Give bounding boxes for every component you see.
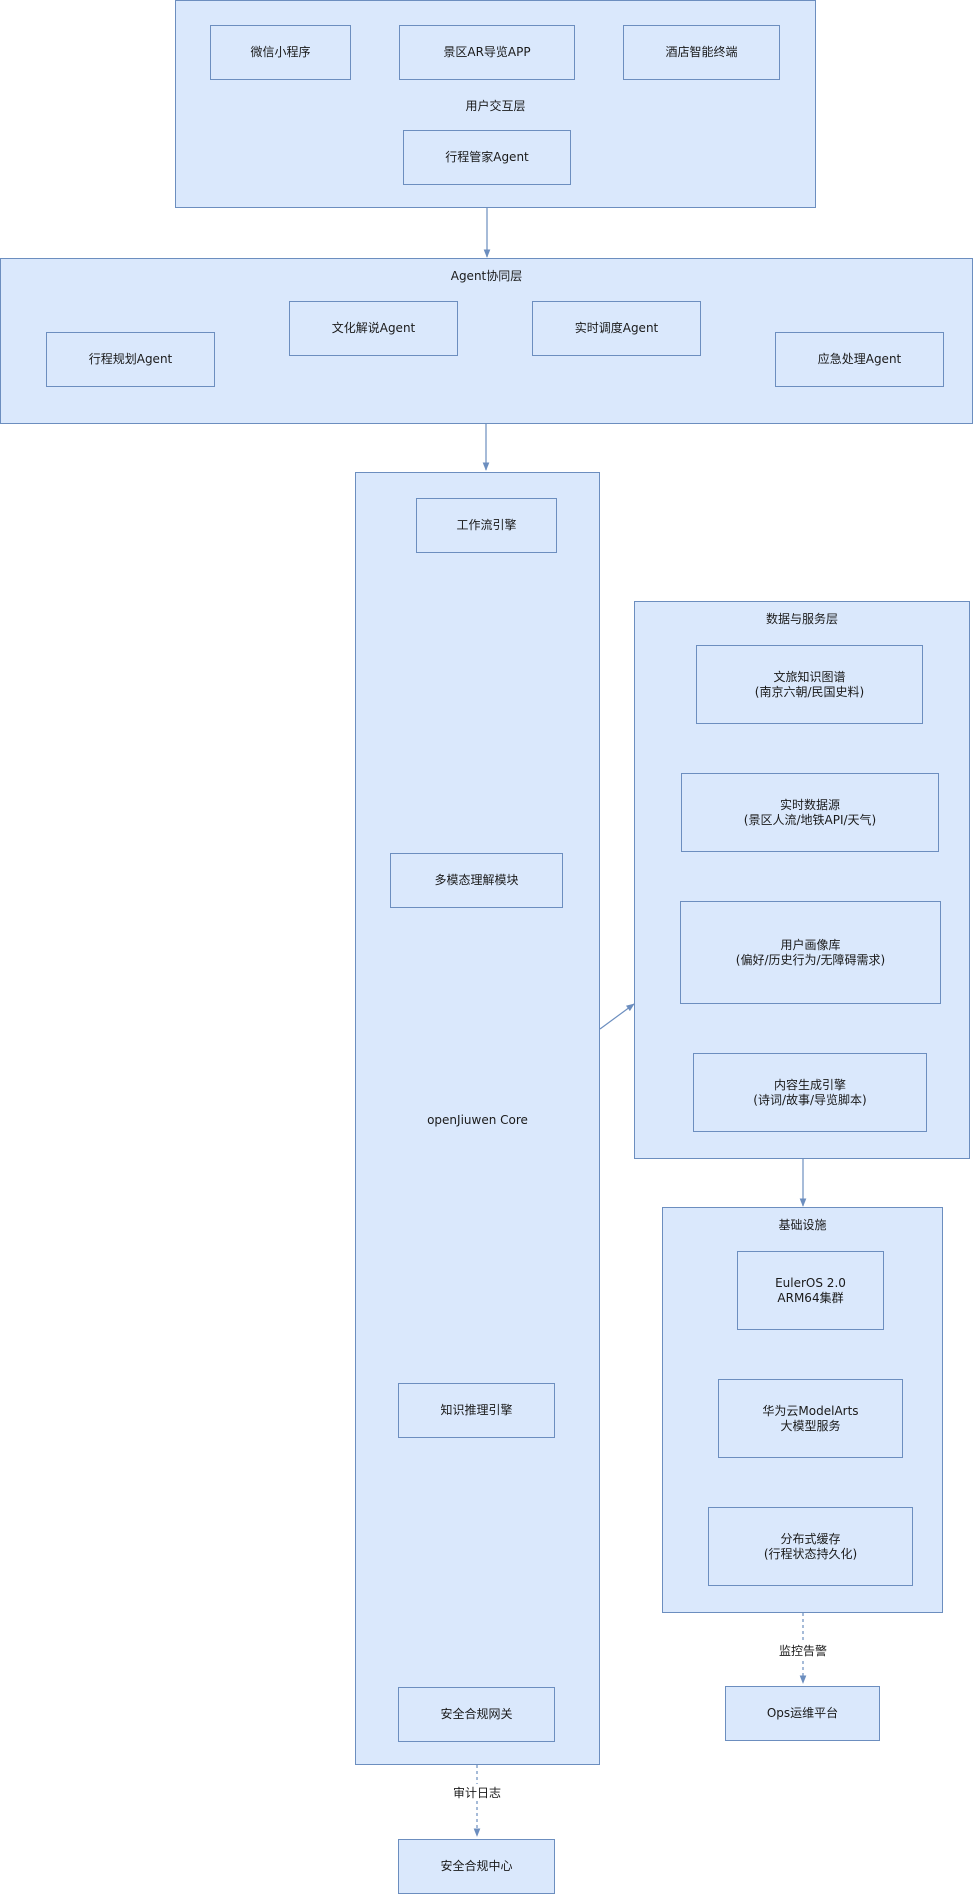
modelarts-line1: 华为云ModelArts [762,1403,859,1418]
cache-line1: 分布式缓存 [780,1531,841,1546]
node-user-profile[interactable]: 用户画像库 (偏好/历史行为/无障碍需求) [680,901,941,1004]
group-label-infra: 基础设施 [778,1218,827,1232]
group-label-user-layer: 用户交互层 [465,99,526,113]
node-euleros[interactable]: EulerOS 2.0 ARM64集群 [737,1251,884,1330]
node-distributed-cache[interactable]: 分布式缓存 (行程状态持久化) [708,1507,913,1586]
node-content-generation[interactable]: 内容生成引擎 (诗词/故事/导览脚本) [693,1053,927,1132]
euler-line1: EulerOS 2.0 [775,1275,846,1290]
openjiuwen-core: openJiuwen Core [355,472,600,1765]
node-reasoning-engine[interactable]: 知识推理引擎 [398,1383,555,1438]
kg-line2: (南京六朝/民国史料) [754,684,865,699]
kg-line1: 文旅知识图谱 [773,669,846,684]
realtime-line1: 实时数据源 [779,797,840,812]
node-hotel-terminal[interactable]: 酒店智能终端 [623,25,780,80]
group-label-agent-layer: Agent协同层 [450,269,523,283]
node-ops-platform[interactable]: Ops运维平台 [725,1686,880,1741]
euler-line2: ARM64集群 [777,1290,844,1305]
node-security-gateway[interactable]: 安全合规网关 [398,1687,555,1742]
profile-line1: 用户画像库 [780,937,841,952]
node-planning-agent[interactable]: 行程规划Agent [46,332,215,387]
edge-core-to-data-layer [599,1003,635,1030]
node-culture-agent[interactable]: 文化解说Agent [289,301,458,356]
node-itinerary-manager-agent[interactable]: 行程管家Agent [403,130,571,185]
node-knowledge-graph[interactable]: 文旅知识图谱 (南京六朝/民国史料) [696,645,923,724]
node-workflow-engine[interactable]: 工作流引擎 [416,498,557,553]
modelarts-line2: 大模型服务 [780,1418,841,1433]
group-label-data-layer: 数据与服务层 [765,612,838,626]
node-realtime-data[interactable]: 实时数据源 (景区人流/地铁API/天气) [681,773,939,852]
realtime-line2: (景区人流/地铁API/天气) [743,812,877,827]
group-label-core: openJiuwen Core [427,1113,528,1127]
node-compliance-center[interactable]: 安全合规中心 [398,1839,555,1894]
cache-line2: (行程状态持久化) [763,1546,858,1561]
node-emergency-agent[interactable]: 应急处理Agent [775,332,944,387]
profile-line2: (偏好/历史行为/无障碍需求) [735,952,886,967]
node-ar-guide-app[interactable]: 景区AR导览APP [399,25,575,80]
content-line1: 内容生成引擎 [773,1077,846,1092]
node-wechat-miniprogram[interactable]: 微信小程序 [210,25,351,80]
content-line2: (诗词/故事/导览脚本) [753,1092,867,1107]
edge-label-monitor-alert: 监控告警 [773,1642,833,1659]
node-multimodal-module[interactable]: 多模态理解模块 [390,853,563,908]
node-dispatch-agent[interactable]: 实时调度Agent [532,301,701,356]
node-modelarts[interactable]: 华为云ModelArts 大模型服务 [718,1379,903,1458]
edge-label-audit-log: 审计日志 [447,1784,507,1801]
